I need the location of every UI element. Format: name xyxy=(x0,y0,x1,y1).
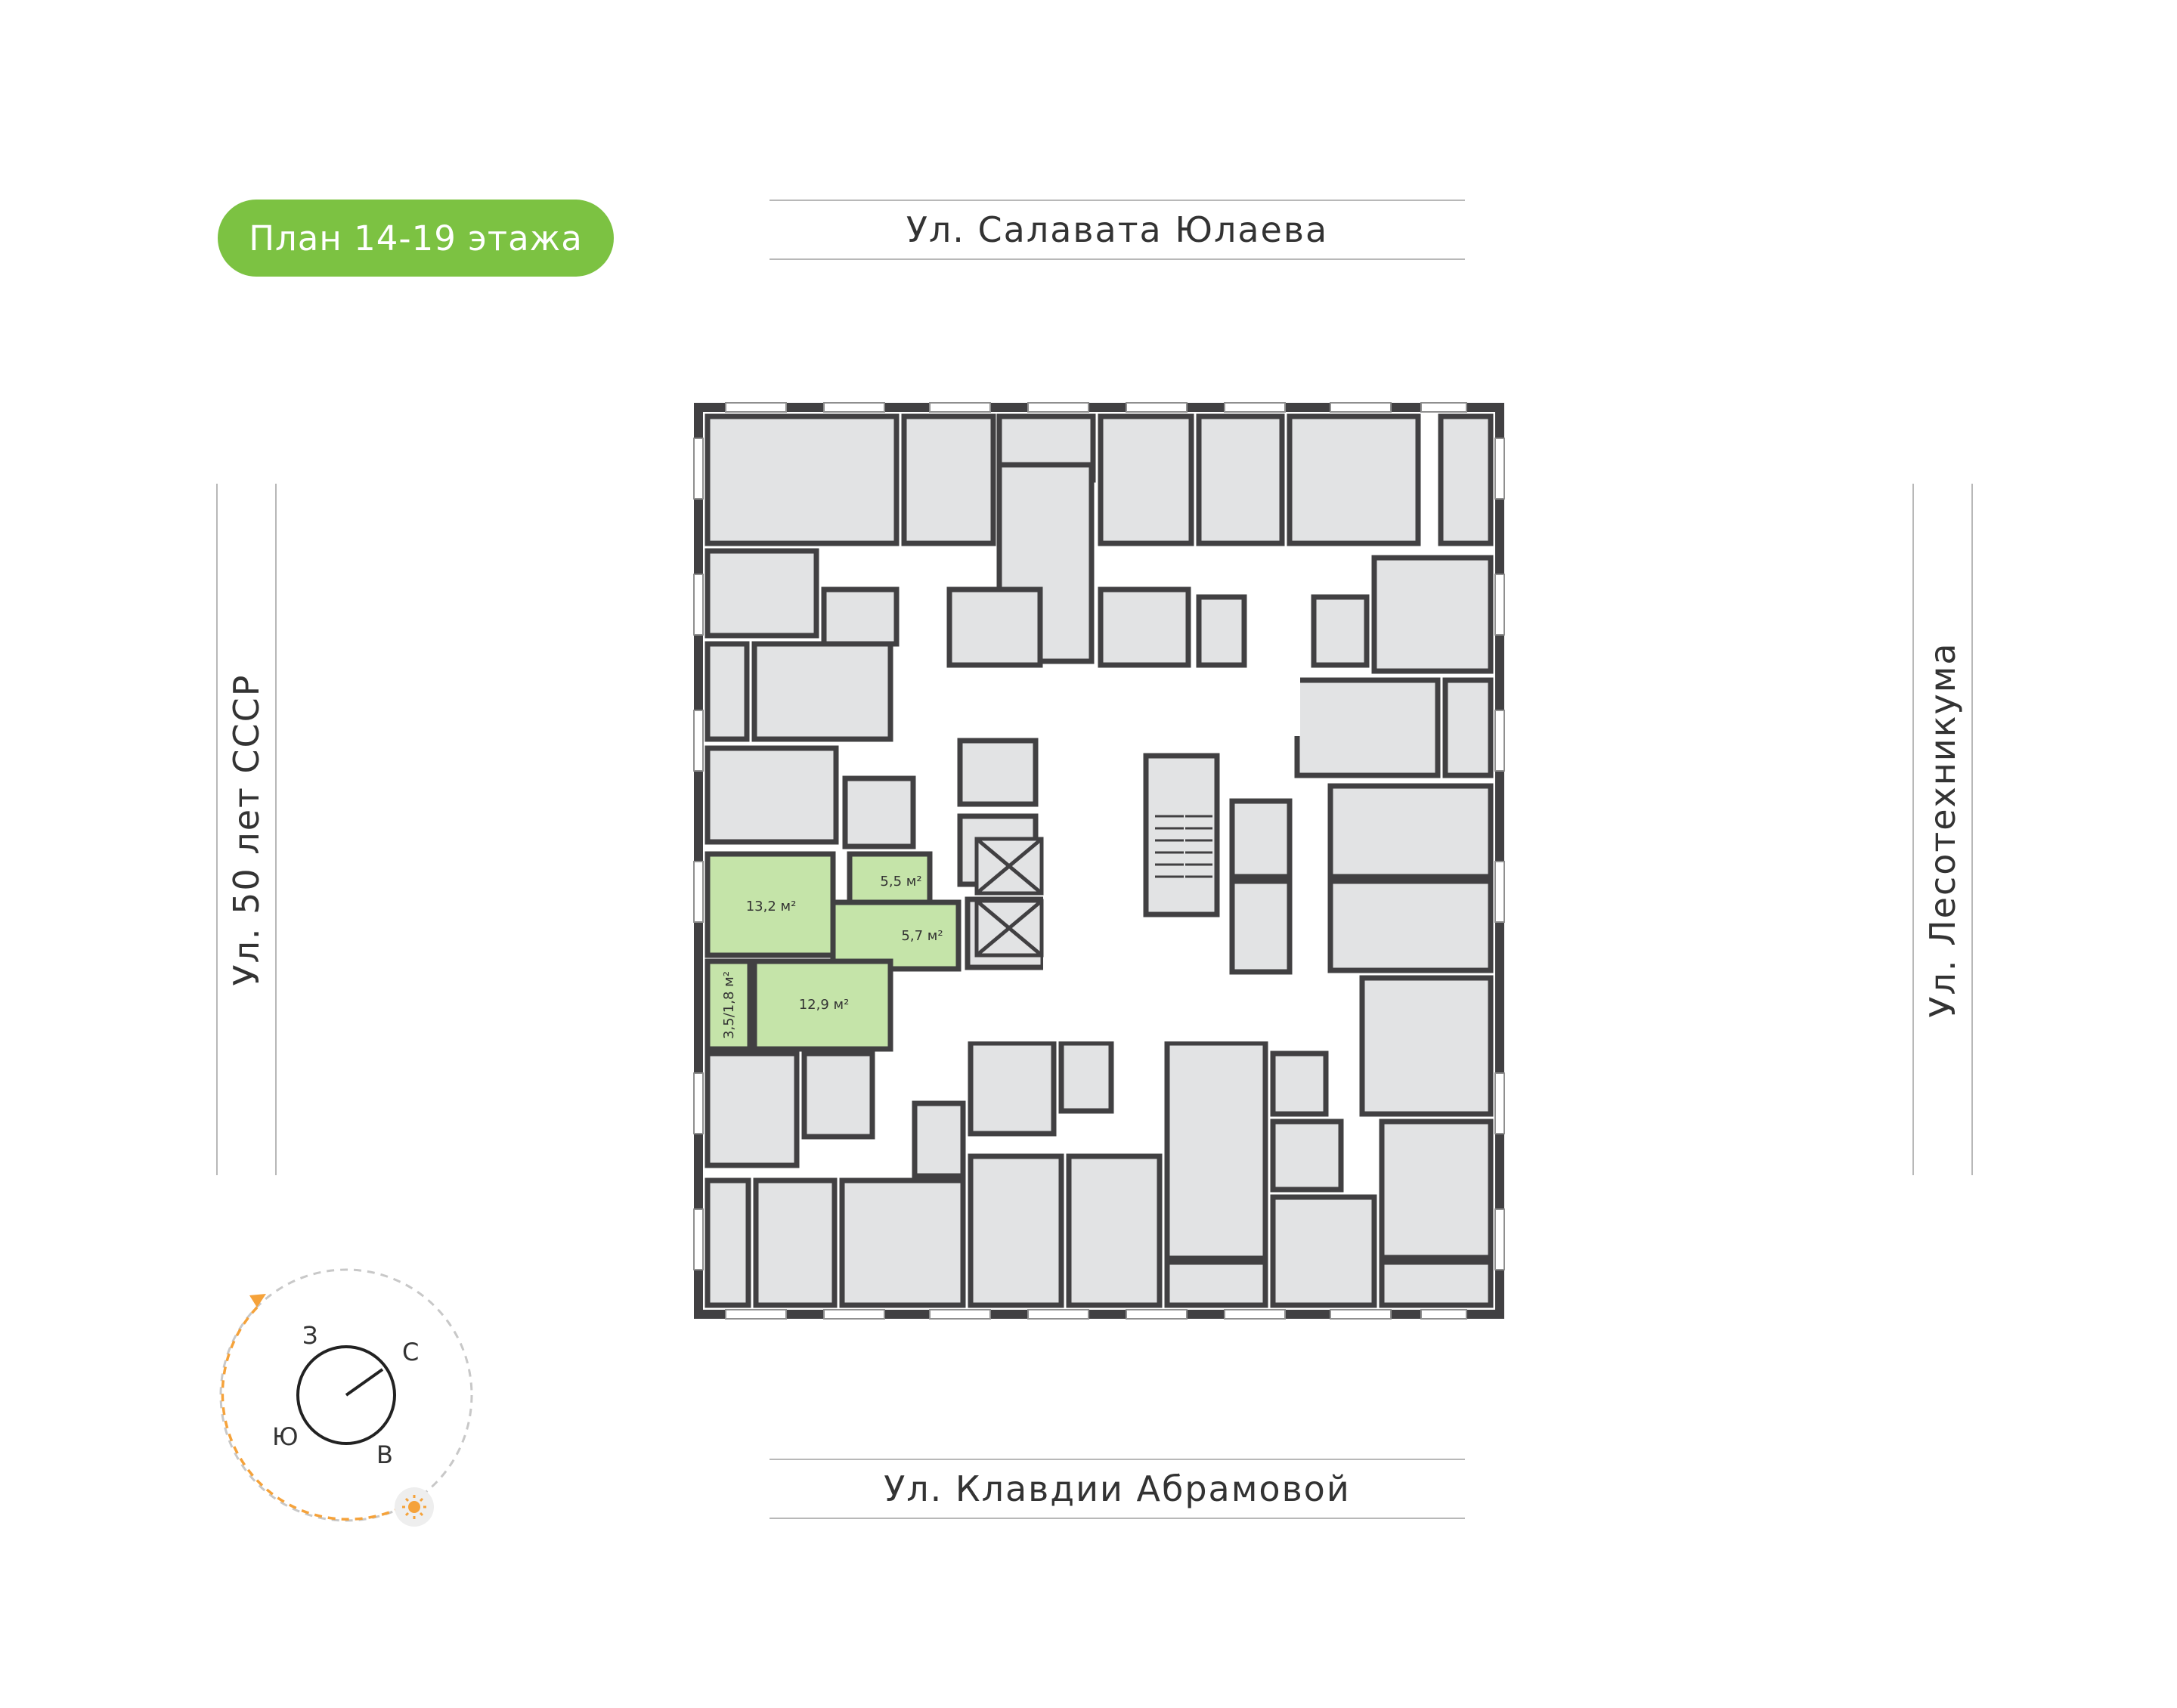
compass-label-south: Ю xyxy=(272,1422,299,1451)
floor-plan-title: План 14-19 этажа xyxy=(218,200,614,277)
room-balcony xyxy=(705,958,753,1052)
room-label-balcony: 3,5/1,8 м² xyxy=(721,971,737,1039)
room-label-kitchen-living: 13,2 м² xyxy=(746,899,797,914)
room-label-bedroom: 12,9 м² xyxy=(799,997,850,1013)
corridor xyxy=(900,548,1300,1041)
windows xyxy=(693,402,1505,1320)
highlighted-apartment xyxy=(705,851,962,1052)
street-north: Ул. Салавата Юлаева xyxy=(770,200,1465,260)
compass-ring xyxy=(296,1345,396,1445)
room-label-hallway: 5,7 м² xyxy=(901,928,943,944)
room-kitchen-living xyxy=(705,851,836,958)
sun-path-arrow-icon xyxy=(249,1294,266,1307)
elevators xyxy=(974,837,1044,958)
compass: З С Ю В xyxy=(219,1268,473,1527)
street-west: Ул. 50 лет СССР xyxy=(216,484,277,1175)
room-label-bathroom: 5,5 м² xyxy=(880,874,921,890)
compass-label-north: С xyxy=(402,1338,419,1366)
room-bedroom xyxy=(751,958,893,1052)
room-hallway xyxy=(830,899,962,972)
sun-icon xyxy=(395,1487,434,1527)
street-east: Ул. Лесотехникума xyxy=(1912,484,1973,1175)
compass-label-west: З xyxy=(302,1321,318,1350)
compass-needle xyxy=(345,1368,384,1397)
street-south: Ул. Клавдии Абрамовой xyxy=(770,1459,1465,1519)
staircase xyxy=(1155,815,1212,878)
compass-label-east: В xyxy=(376,1440,393,1469)
